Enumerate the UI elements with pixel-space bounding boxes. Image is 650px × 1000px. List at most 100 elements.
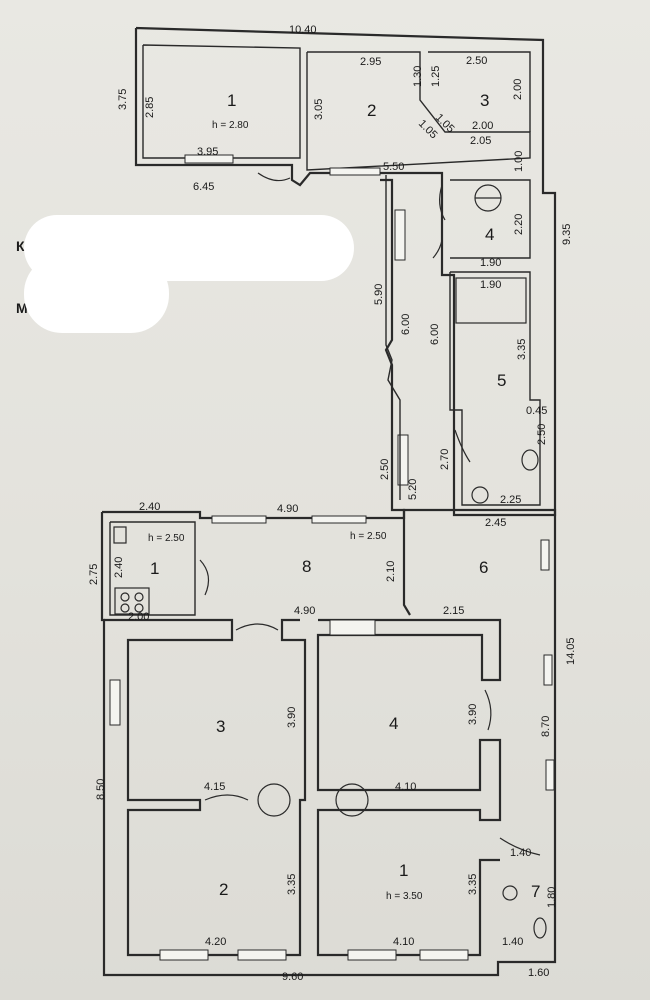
dim-r2l-bottom: 4.20 <box>205 936 226 948</box>
dim-left-lower: 8.50 <box>95 779 107 800</box>
room-number-lower-7: 7 <box>531 882 540 901</box>
dim-r1-height: 2.85 <box>144 97 156 118</box>
height-hall: h = 2.50 <box>350 531 387 542</box>
dim-r5-bottom: 2.25 <box>500 494 521 506</box>
dim-k1-height-in: 2.40 <box>113 557 125 578</box>
stove-heater-icon <box>257 783 291 817</box>
dim-r4-width: 1.90 <box>480 257 501 269</box>
room-number-upper-5: 5 <box>497 371 506 390</box>
height-lower-r1: h = 3.50 <box>386 891 423 902</box>
window-hall-2 <box>311 515 367 524</box>
stove-icon <box>114 587 150 615</box>
window-room2 <box>159 949 209 961</box>
window-hall6-1 <box>540 539 550 571</box>
room-number-lower-1: 1 <box>399 861 408 880</box>
sink-bath-icon <box>502 885 518 901</box>
room4-lower-walls <box>316 618 502 957</box>
upper-inner-wall <box>142 44 301 159</box>
window-hall-1 <box>211 515 267 524</box>
burner-icon <box>134 592 144 602</box>
edge-letter-bottom: М <box>16 300 28 316</box>
dim-right-wall: 8.70 <box>540 716 552 737</box>
dim-r6-top: 2.45 <box>485 517 506 529</box>
room-number-lower-4: 4 <box>389 714 398 733</box>
dim-r5-left: 6.00 <box>429 324 441 345</box>
dim-r1-width: 3.95 <box>197 146 218 158</box>
dim-r3-height: 2.00 <box>512 79 524 100</box>
dim-corr-upper: 5.90 <box>373 284 385 305</box>
window-room2b <box>237 949 287 961</box>
dim-k1-bottom: 2.00 <box>128 611 149 623</box>
dim-r5-height: 3.35 <box>516 339 528 360</box>
dim-r3l-bottom: 4.15 <box>204 781 225 793</box>
room4-walls <box>450 179 531 259</box>
room-number-hall-6: 6 <box>479 558 488 577</box>
dim-r4-height: 2.20 <box>513 214 525 235</box>
room3-walls <box>428 51 531 132</box>
dim-right-upper: 9.35 <box>561 224 573 245</box>
height-upper-r1: h = 2.80 <box>212 120 249 131</box>
dim-r2l-height: 3.35 <box>286 874 298 895</box>
dim-r2-top: 2.95 <box>360 56 381 68</box>
door-r4 <box>439 184 446 221</box>
dim-r7-side: 1.80 <box>546 887 558 908</box>
window-hall6-2 <box>543 654 553 686</box>
toilet-icon <box>521 449 539 471</box>
dim-top: 10.40 <box>289 24 317 36</box>
height-kitchen: h = 2.50 <box>148 533 185 544</box>
dim-r3-side: 1.00 <box>513 151 525 172</box>
window-hall6-3 <box>545 759 555 791</box>
window-room1b <box>419 949 469 961</box>
window-room3 <box>109 679 121 726</box>
dim-r5-wc: 2.50 <box>536 424 548 445</box>
window-corridor-2 <box>397 434 409 486</box>
sink-icon <box>471 486 489 504</box>
upper-outer-wall <box>134 26 557 517</box>
edge-letter-top: К <box>16 238 25 254</box>
door-r5 <box>454 429 471 463</box>
dim-corr-mid: 6.00 <box>400 314 412 335</box>
dim-r1l-height: 3.35 <box>467 874 479 895</box>
dim-r1l-bottom: 4.10 <box>393 936 414 948</box>
corridor-outer-wall <box>380 178 411 616</box>
door-room2 <box>204 794 249 801</box>
dim-r3-w2: 2.05 <box>470 135 491 147</box>
window-room1 <box>347 949 397 961</box>
dim-r8-top: 4.90 <box>277 503 298 515</box>
room-number-hall-8: 8 <box>302 557 311 576</box>
door-r4b <box>432 239 443 259</box>
dim-r3-b: 1.25 <box>430 66 442 87</box>
dim-r7-bottom: 1.40 <box>502 936 523 948</box>
dim-corr-lower-a: 2.50 <box>379 459 391 480</box>
door-room3 <box>235 623 279 631</box>
room-number-upper-1: 1 <box>227 91 236 110</box>
dim-r4l-height: 3.90 <box>467 704 479 725</box>
dim-corr-lower-c: 2.10 <box>385 561 397 582</box>
burner-icon <box>120 603 130 613</box>
dim-bottom: 9.60 <box>282 971 303 983</box>
dim-k1-height-out: 2.75 <box>88 564 100 585</box>
dim-right-lower: 14.05 <box>565 637 577 665</box>
corridor-inner-wall <box>385 175 401 500</box>
dim-r3-a: 1.30 <box>412 66 424 87</box>
sink-kitchen-icon <box>113 526 127 544</box>
dim-r1-outer: 6.45 <box>193 181 214 193</box>
dim-r2-height: 3.05 <box>313 99 325 120</box>
room3-lower-walls <box>104 618 307 957</box>
bathtub-icon <box>455 277 527 324</box>
dim-k1-top: 2.40 <box>139 501 160 513</box>
dim-left-upper: 3.75 <box>117 89 129 110</box>
dim-r5-lower-left: 2.70 <box>439 449 451 470</box>
stove-heater-icon <box>335 783 369 817</box>
room-number-lower-3: 3 <box>216 717 225 736</box>
dim-r4l-bottom: 4.10 <box>395 781 416 793</box>
door-room4 <box>484 689 492 731</box>
room-number-lower-2: 2 <box>219 880 228 899</box>
window-room4 <box>329 619 376 636</box>
kitchen-walls <box>109 521 196 616</box>
room-number-upper-4: 4 <box>485 225 494 244</box>
dim-r3-w1: 2.00 <box>472 120 493 132</box>
window-corridor-1 <box>394 209 406 261</box>
